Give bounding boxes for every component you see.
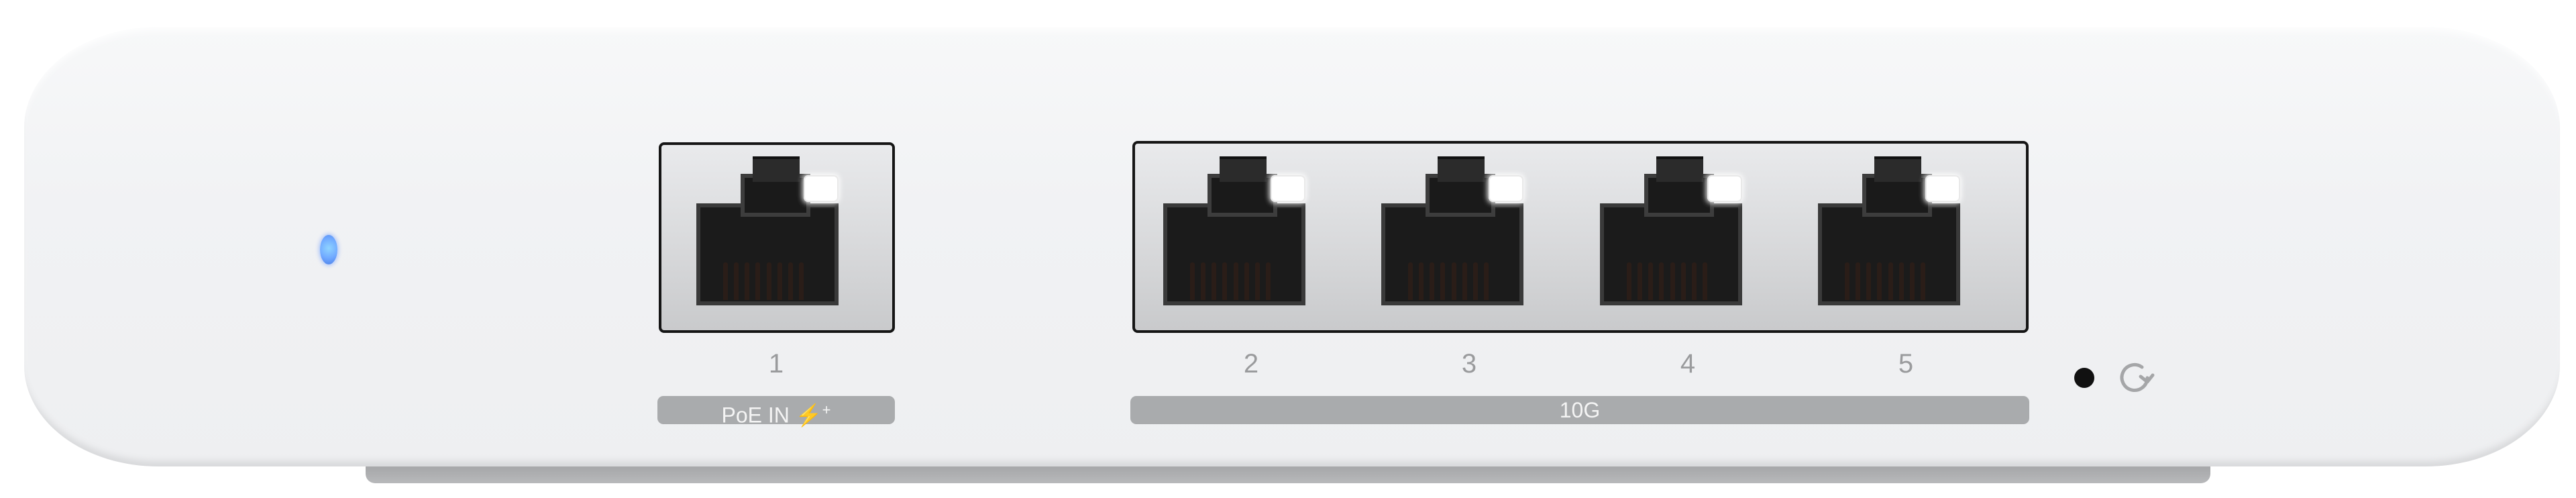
reset-arrow-icon — [2120, 363, 2155, 392]
poe-in-badge: PoE IN ⚡+ — [657, 396, 895, 428]
reset-button[interactable] — [2074, 368, 2094, 388]
rj45-tab — [753, 156, 800, 182]
port-2-link-led-icon — [1271, 175, 1305, 202]
poe-in-label: PoE IN — [721, 403, 790, 428]
rj45-pins — [1408, 262, 1489, 300]
port-4-link-led-icon — [1707, 175, 1742, 202]
port-1-label: 1 — [768, 349, 784, 379]
rj45-tab — [1874, 156, 1921, 182]
rj45-pins — [1845, 262, 1925, 300]
rj45-tab — [1438, 156, 1485, 182]
port-3-link-led-icon — [1489, 175, 1523, 202]
plus-icon: + — [822, 401, 831, 418]
port-5-label: 5 — [1898, 349, 1914, 379]
10g-label: 10G — [1559, 398, 1601, 422]
ethernet-port-5[interactable] — [1799, 144, 1974, 305]
rj45-pins — [723, 262, 804, 300]
port-4-label: 4 — [1680, 349, 1696, 379]
ethernet-port-3[interactable] — [1362, 144, 1537, 305]
rj45-pins — [1627, 262, 1707, 300]
port-5-link-led-icon — [1925, 175, 1960, 202]
ethernet-port-4[interactable] — [1581, 144, 1756, 305]
ethernet-port-1[interactable] — [678, 144, 852, 305]
rj45-tab — [1656, 156, 1703, 182]
lightning-icon: ⚡ — [795, 403, 822, 428]
rj45-tab — [1220, 156, 1267, 182]
port-1-link-led-icon — [804, 175, 839, 202]
port-3-label: 3 — [1461, 349, 1477, 379]
rj45-pins — [1190, 262, 1271, 300]
status-led-icon — [320, 235, 337, 264]
10g-badge: 10G — [1130, 396, 2029, 424]
ethernet-port-2[interactable] — [1144, 144, 1319, 305]
port-2-label: 2 — [1243, 349, 1259, 379]
